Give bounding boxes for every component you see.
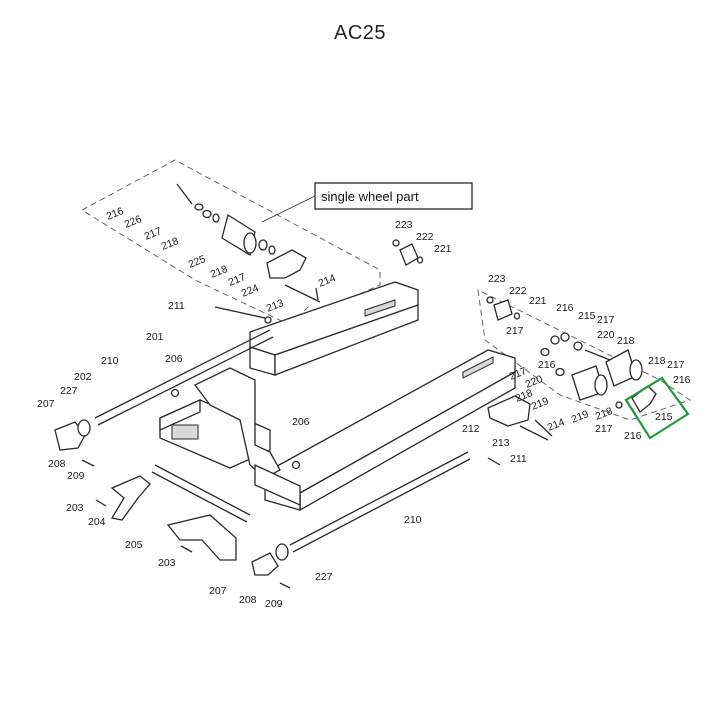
end-piece-left	[54, 419, 91, 451]
callout-leader	[261, 195, 316, 223]
part-label-224: 224	[240, 282, 261, 300]
part-label-219: 219	[570, 408, 591, 426]
linkage-205	[151, 464, 251, 523]
part-labels: 2162262172182252182172242142132112232222…	[37, 205, 691, 610]
single-wheel-dashed-boundary	[81, 159, 381, 326]
part-label-223: 223	[395, 219, 413, 231]
right-wheel-assembly	[486, 296, 657, 413]
part-label-225: 225	[187, 253, 208, 271]
axle-211-top	[214, 306, 272, 324]
page-title: AC25	[333, 22, 387, 44]
part-label-211: 211	[510, 453, 527, 465]
part-label-226: 226	[123, 213, 144, 231]
part-label-220: 220	[597, 329, 615, 341]
part-label-215: 215	[578, 310, 596, 322]
part-label-202: 202	[74, 371, 92, 383]
part-label-210: 210	[404, 514, 422, 526]
part-label-218: 218	[648, 355, 666, 367]
bracket-204	[110, 475, 151, 521]
push-rod-210-left	[94, 329, 274, 426]
part-label-203: 203	[158, 557, 176, 569]
bracket-212	[487, 395, 553, 466]
right-wheel-dashed-boundary	[477, 289, 692, 421]
part-label-216: 216	[556, 302, 574, 314]
part-label-216: 216	[673, 374, 691, 386]
pin-206-right	[291, 460, 301, 470]
part-label-203: 203	[66, 502, 84, 514]
part-label-206: 206	[165, 353, 183, 365]
part-label-217: 217	[143, 225, 164, 243]
pin-203-left	[95, 499, 107, 507]
part-label-223: 223	[488, 273, 506, 285]
part-label-205: 205	[125, 539, 143, 551]
wheel-222-top	[392, 239, 424, 266]
right-fork	[264, 349, 516, 512]
part-label-221: 221	[434, 243, 452, 255]
callout-box	[314, 182, 473, 210]
pin-209-left	[81, 459, 95, 467]
part-label-215: 215	[655, 411, 673, 423]
part-label-210: 210	[101, 355, 119, 367]
part-label-221: 221	[529, 295, 547, 307]
part-label-227: 227	[60, 385, 78, 397]
part-label-222: 222	[509, 285, 527, 297]
part-label-214: 214	[546, 416, 567, 434]
end-piece-bottom	[251, 543, 291, 589]
part-label-208: 208	[48, 458, 66, 470]
left-fork	[249, 281, 419, 376]
part-label-207: 207	[209, 585, 227, 597]
part-label-214: 214	[317, 272, 338, 290]
part-label-222: 222	[416, 231, 434, 243]
part-label-209: 209	[265, 598, 283, 610]
part-label-213: 213	[265, 297, 286, 315]
part-label-211: 211	[168, 300, 185, 312]
part-label-207: 207	[37, 398, 55, 410]
part-label-213: 213	[492, 437, 510, 449]
pin-206-left	[170, 388, 180, 398]
bracket-203	[166, 514, 237, 561]
part-label-227: 227	[315, 571, 333, 583]
part-label-217: 217	[595, 423, 613, 435]
part-label-217: 217	[667, 359, 685, 371]
part-label-209: 209	[67, 470, 85, 482]
part-label-217: 217	[506, 325, 524, 337]
part-label-216: 216	[624, 430, 642, 442]
main-frame-body	[159, 367, 301, 507]
part-label-201: 201	[146, 331, 164, 343]
part-label-212: 212	[462, 423, 480, 435]
part-label-216: 216	[538, 359, 556, 371]
part-label-218: 218	[160, 235, 181, 253]
pin-203	[180, 545, 193, 553]
single-wheel-assembly	[176, 183, 321, 303]
callout-label: single wheel part	[321, 189, 419, 204]
part-label-204: 204	[88, 516, 106, 528]
part-label-217: 217	[597, 314, 615, 326]
part-label-206: 206	[292, 416, 310, 428]
part-label-208: 208	[239, 594, 257, 606]
highlight-box-215	[624, 376, 690, 440]
push-rod-210-right	[289, 451, 471, 553]
part-label-218: 218	[617, 335, 635, 347]
